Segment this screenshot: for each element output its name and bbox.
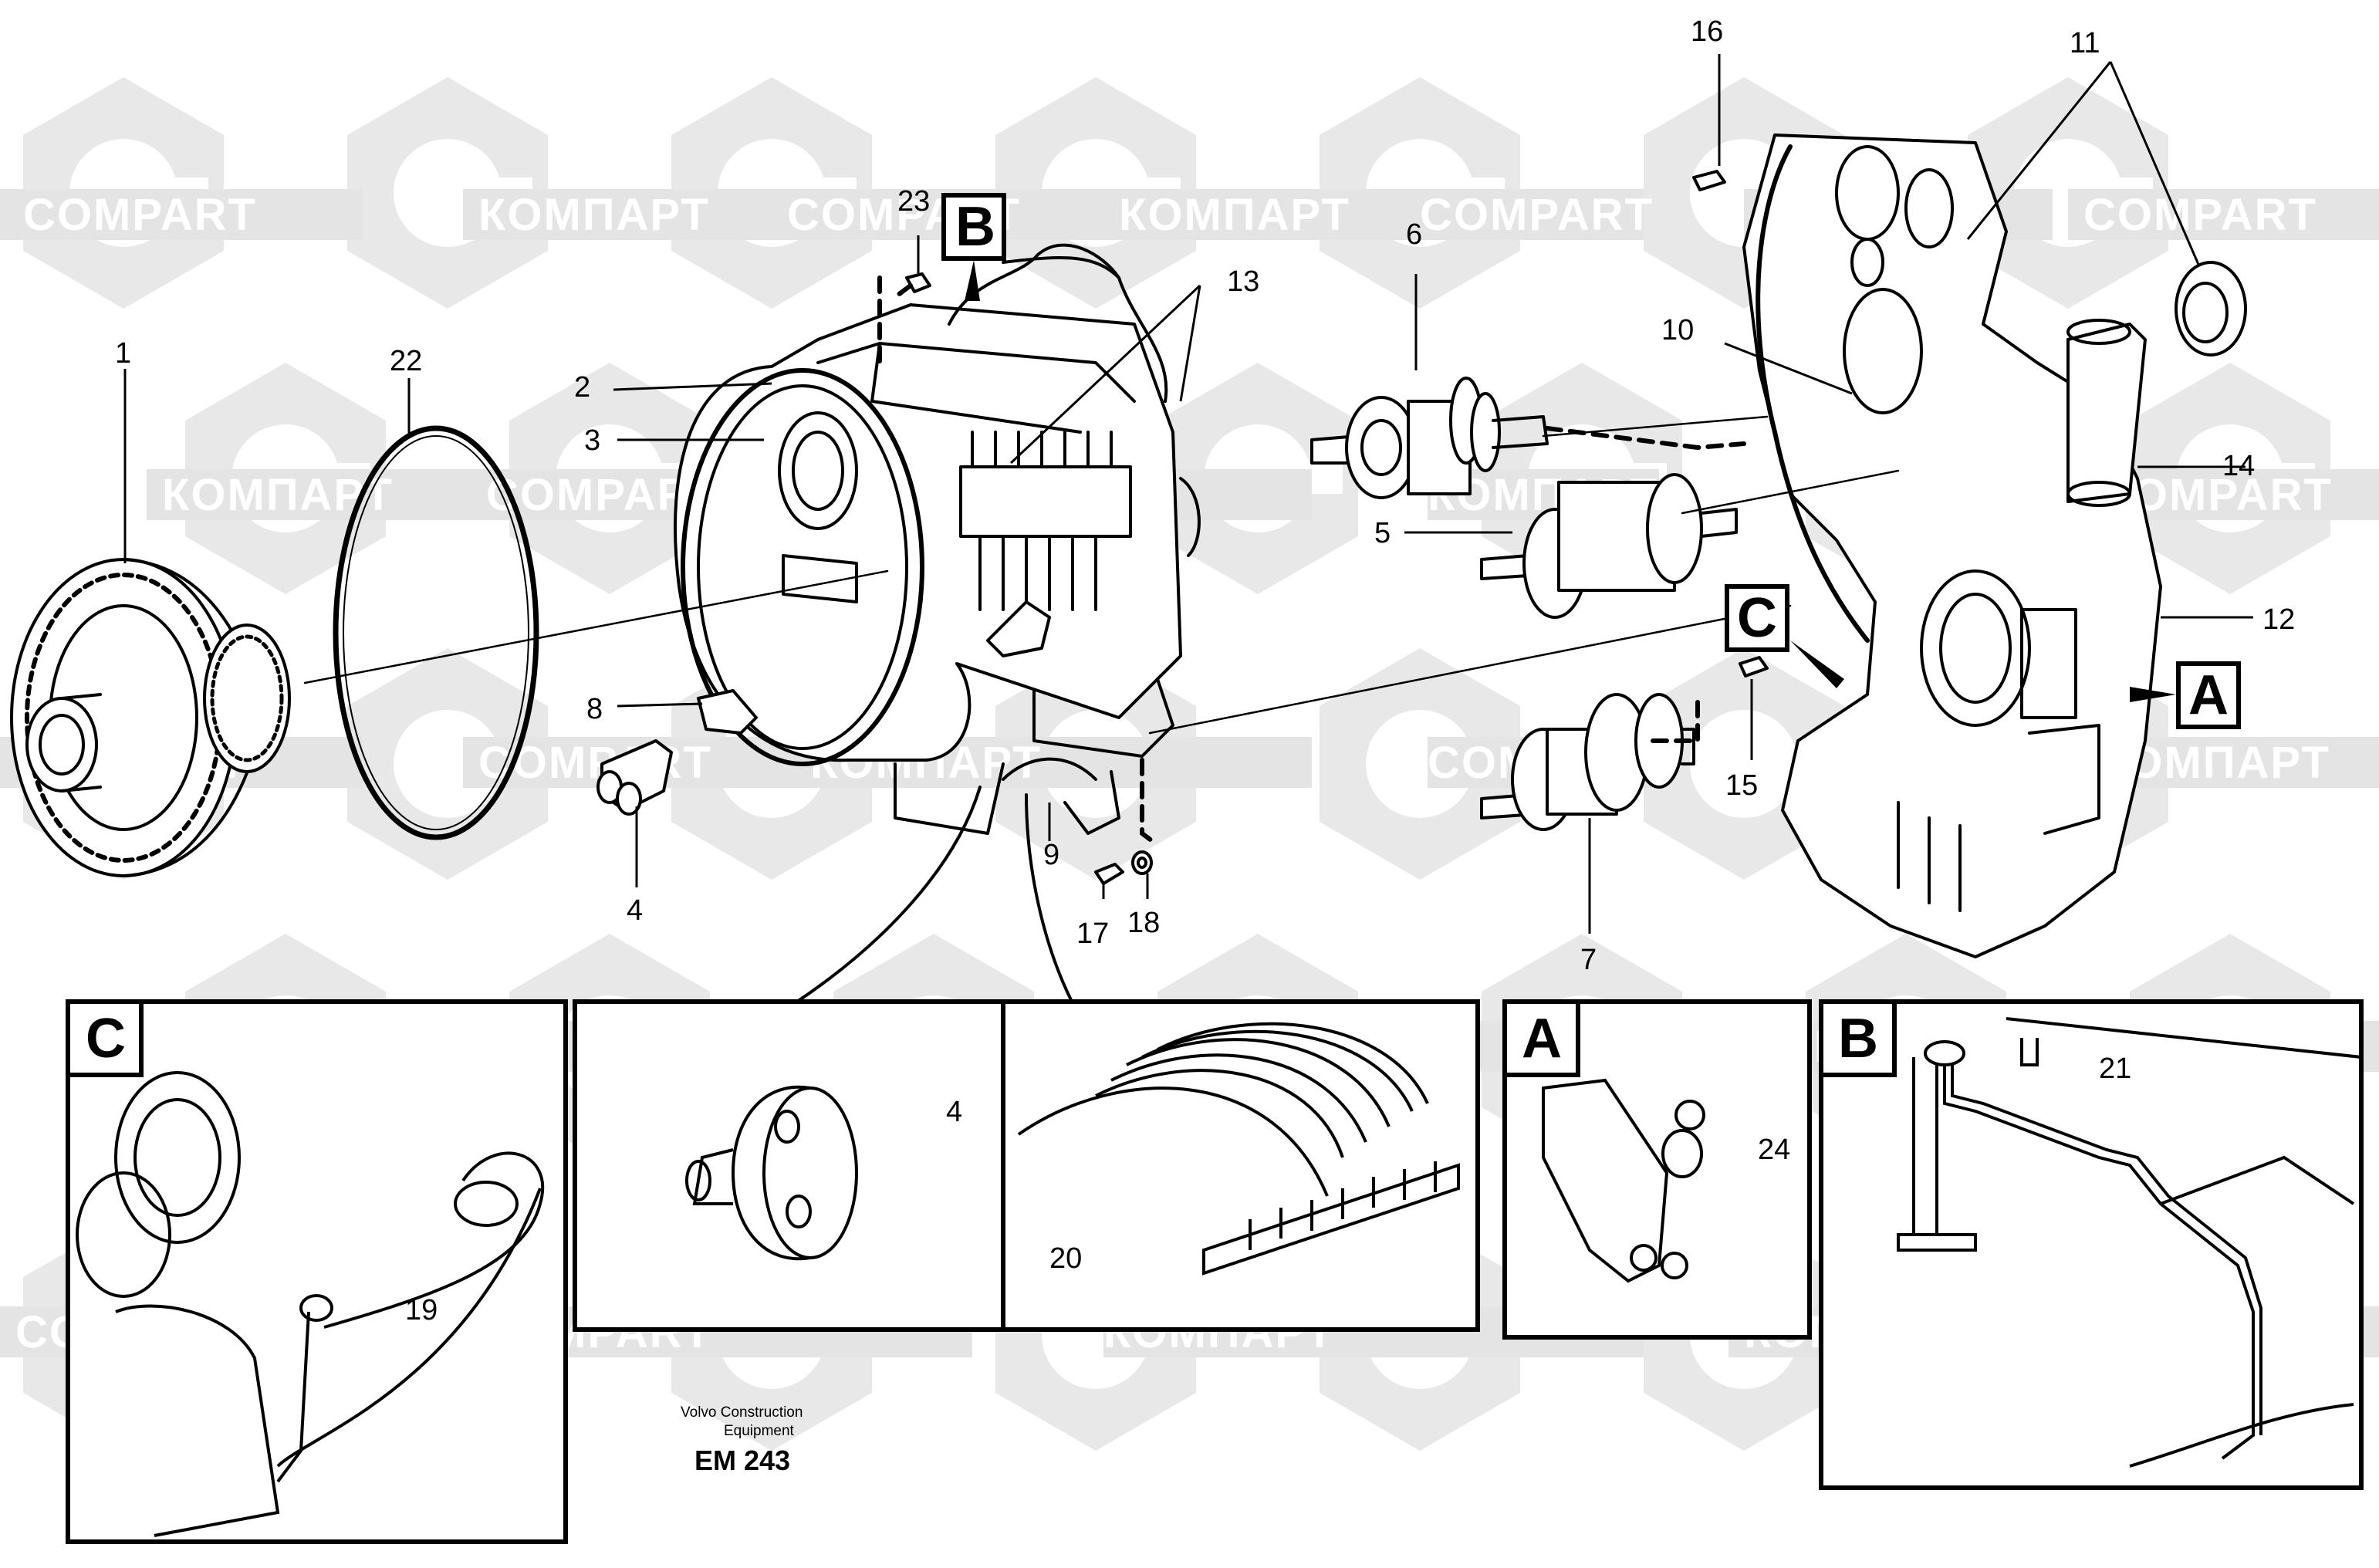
- callout-15: 15: [1725, 769, 1758, 802]
- view-marker-a-label: A: [2188, 664, 2229, 726]
- view-marker-c: C: [1725, 584, 1844, 688]
- callout-11: 11: [2070, 27, 2100, 59]
- diagram-code: EM 243: [694, 1445, 790, 1476]
- torque-converter: [10, 558, 291, 877]
- callout-10: 10: [1661, 314, 1694, 346]
- callout-18: 18: [1127, 907, 1160, 939]
- detail-box-a: A: [1502, 999, 1812, 1340]
- callout-8: 8: [586, 693, 603, 725]
- callout-6: 6: [1406, 218, 1422, 251]
- watermark-text: КОМПАРТ: [162, 470, 394, 520]
- callout-21: 21: [2099, 1053, 2131, 1085]
- callout-7: 7: [1580, 944, 1597, 976]
- callout-5: 5: [1374, 517, 1391, 549]
- watermark-text: COMPART: [1420, 190, 1654, 240]
- callout-numbers: 1 22 2 3 8 4 23 13 6 5 10 16 11 14 12 15…: [115, 15, 2295, 1326]
- callout-22: 22: [390, 345, 422, 377]
- watermark-text: COMPART: [23, 190, 257, 240]
- transmission-housing: [674, 243, 1201, 835]
- bracket-part: [697, 689, 758, 735]
- view-marker-a: A: [2130, 661, 2241, 729]
- callout-4-detail: 4: [946, 1096, 962, 1128]
- shaft-5: [1480, 473, 1738, 619]
- o-ring: [333, 425, 539, 840]
- watermark-text: COMPART: [2083, 190, 2317, 240]
- bolt-and-washer: [1094, 850, 1153, 885]
- callout-4: 4: [627, 894, 643, 927]
- dashed-leader-lines: [877, 275, 1746, 847]
- callout-24: 24: [1758, 1134, 1790, 1166]
- callout-23: 23: [897, 185, 930, 218]
- screw-23: [905, 272, 931, 293]
- watermark-text: КОМПАРТ: [1119, 190, 1350, 240]
- callout-12: 12: [2262, 603, 2295, 636]
- callout-16: 16: [1691, 15, 1723, 48]
- detail-box-c: C: [66, 999, 568, 1544]
- callout-17: 17: [1076, 917, 1109, 950]
- callout-1: 1: [115, 337, 131, 370]
- sensor-part: [596, 739, 673, 816]
- detail-box-20: [1001, 999, 1480, 1332]
- detail-box-b: B: [1819, 999, 2364, 1490]
- callout-3: 3: [584, 424, 600, 457]
- footer: Volvo Construction Equipment EM 243: [681, 1404, 803, 1476]
- rear-housing: [1742, 133, 2162, 958]
- shaft-6: [1310, 377, 1549, 499]
- detail-box-label: A: [1522, 1008, 1562, 1070]
- pin-16: [1692, 170, 1726, 191]
- footer-line2: Equipment: [724, 1423, 795, 1439]
- callout-2: 2: [574, 371, 590, 404]
- shaft-7: [1480, 693, 1695, 831]
- callout-leaders: [123, 54, 2253, 1421]
- view-marker-c-label: C: [1737, 587, 1777, 649]
- pipe-lines: [793, 256, 1120, 1005]
- view-marker-b: B: [941, 193, 1006, 301]
- callout-19: 19: [405, 1294, 438, 1326]
- pin-15: [1739, 656, 1769, 678]
- watermark-text: КОМПАРТ: [478, 190, 710, 240]
- callout-14: 14: [2222, 450, 2255, 482]
- detail-box-label: B: [1838, 1008, 1878, 1070]
- footer-line1: Volvo Construction: [681, 1404, 803, 1421]
- callout-9: 9: [1043, 839, 1059, 871]
- seal-11: [2175, 261, 2247, 357]
- detail-box-label: C: [86, 1008, 126, 1070]
- callout-13: 13: [1227, 265, 1259, 298]
- callout-20: 20: [1049, 1242, 1082, 1275]
- view-marker-b-label: B: [955, 196, 995, 258]
- detail-box-4: [573, 999, 1005, 1332]
